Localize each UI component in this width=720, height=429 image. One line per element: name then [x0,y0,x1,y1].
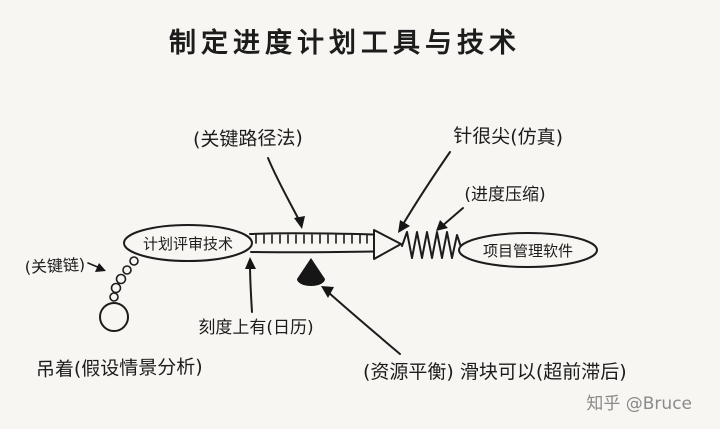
chain-bead-4 [110,282,122,294]
critical-chain-arrowhead [95,263,106,272]
chain-bead-3 [115,273,127,285]
chain-bead-5 [109,292,119,302]
ruler-bottom-line [250,250,374,254]
critical-path-arrowhead [294,216,305,229]
pm-software-label: 项目管理软件 [483,242,573,260]
compression-label: (进度压缩) [464,185,545,205]
pert-bulb-oval [123,224,253,262]
slider-weight [297,258,325,286]
ruler-tick-marks [255,234,368,244]
needle-arrowhead [398,220,410,233]
chain-bead-2 [122,265,132,275]
resource-leveling-arrowhead [321,286,334,298]
resource-leveling-label: (资源平衡) 滑块可以(超前滞后) [363,361,627,383]
chain-bead-1 [129,256,139,266]
critical-path-label: (关键路径法) [193,127,303,151]
page-title: 制定进度计划工具与技术 [169,27,521,59]
pm-software-oval [458,232,598,268]
scale-calendar-arrowhead [245,257,256,269]
spring-coil [401,231,462,259]
needle-triangle-pointer [373,229,402,260]
compression-arrow-line [440,207,464,228]
resource-leveling-arrow-line [327,291,401,355]
needle-arrow-line [401,151,451,227]
compression-arrowhead [436,220,448,231]
what-if-label: 吊着(假设情景分析) [36,356,203,381]
watermark-text: 知乎 @Bruce [586,394,692,414]
critical-chain-label: (关键链) [24,255,85,277]
ruler-top-line [249,232,374,236]
scale-calendar-arrow-line [249,263,253,313]
needle-label: 针很尖(仿真) [453,125,563,149]
critical-path-arrow-line [267,157,301,223]
hanging-ball [99,302,129,332]
pert-label: 计划评审技术 [143,235,233,253]
scale-calendar-label: 刻度上有(日历) [198,318,313,338]
